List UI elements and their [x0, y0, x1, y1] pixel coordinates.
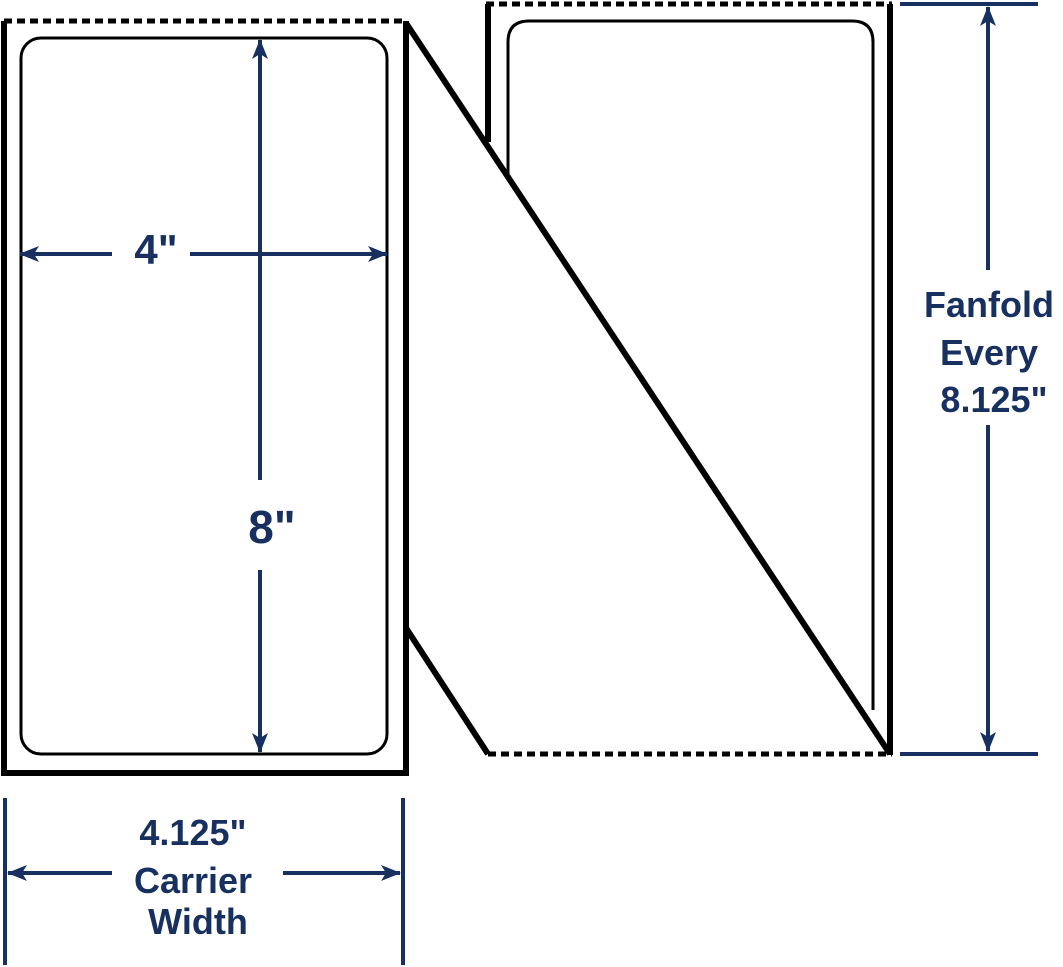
fold-lower-line — [403, 626, 491, 756]
fold-lines — [403, 21, 893, 756]
label-width-text: 4" — [134, 226, 177, 273]
carrier-width-line2: Carrier — [134, 860, 252, 901]
front-sheet-outline — [1, 21, 409, 776]
front-carrier-sheet — [1, 18, 409, 776]
fanfold-value: 8.125" — [940, 379, 1047, 420]
carrier-width-text: 4.125" Carrier Width — [134, 812, 262, 942]
label-width-dimension: 4" — [19, 226, 388, 273]
front-label — [19, 36, 389, 756]
back-label — [506, 19, 875, 710]
fanfold-line1: Fanfold — [924, 284, 1054, 325]
label-height-text: 8" — [248, 501, 295, 553]
fanfold-dimension: Fanfold Every 8.125" — [900, 2, 1063, 756]
carrier-width-value: 4.125" — [139, 812, 246, 853]
carrier-width-dimension: 4.125" Carrier Width — [3, 798, 405, 965]
fanfold-line2: Every — [940, 332, 1038, 373]
fold-diagonal-line — [403, 21, 893, 756]
carrier-width-line3: Width — [148, 901, 248, 942]
label-height-dimension: 8" — [248, 39, 296, 753]
back-carrier-sheet — [485, 1, 893, 757]
fanfold-text: Fanfold Every 8.125" — [924, 284, 1063, 420]
